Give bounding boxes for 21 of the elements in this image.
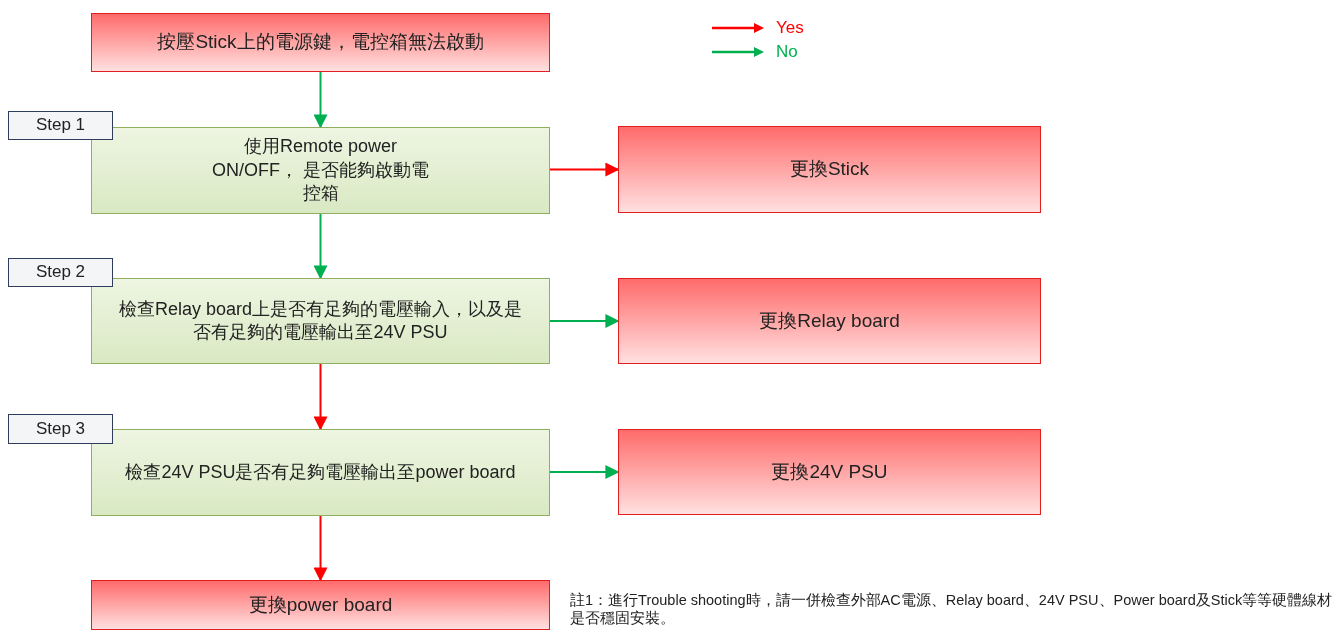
step-label: Step 3 xyxy=(8,414,113,444)
legend-label: Yes xyxy=(776,18,804,38)
process-box: 檢查Relay board上是否有足夠的電壓輸入，以及是否有足夠的電壓輸出至24V PSU xyxy=(91,278,550,364)
result-box: 按壓Stick上的電源鍵，電控箱無法啟動 xyxy=(91,13,550,72)
result-box: 更換Relay board xyxy=(618,278,1041,364)
result-box: 更換24V PSU xyxy=(618,429,1041,515)
footnote: 註1：進行Trouble shooting時，請一併檢查外部AC電源、Relay board、24V PSU、Power board及Stick等等硬體線材是否穩固安裝。 xyxy=(570,591,1334,628)
process-box: 使用Remote power ON/OFF， 是否能夠啟動電控箱 xyxy=(91,127,550,214)
arrow xyxy=(313,71,328,129)
step-label: Step 2 xyxy=(8,258,113,287)
arrow xyxy=(313,363,328,431)
result-box: 更換power board xyxy=(91,580,550,630)
process-box: 檢查24V PSU是否有足夠電壓輸出至power board xyxy=(91,429,550,516)
arrow xyxy=(313,515,328,582)
arrow xyxy=(549,162,620,177)
step-label: Step 1 xyxy=(8,111,113,140)
arrow xyxy=(313,213,328,280)
result-box: 更換Stick xyxy=(618,126,1041,213)
arrow xyxy=(549,314,620,328)
arrow xyxy=(549,465,620,479)
legend-label: No xyxy=(776,42,798,62)
